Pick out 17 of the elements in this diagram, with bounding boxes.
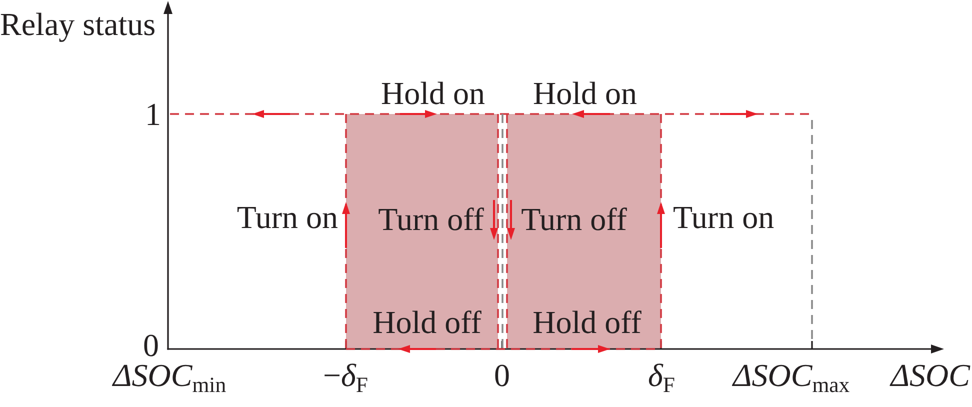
tick-label: −δ$_{F}$ [323, 359, 368, 391]
axis-title: Relay status [0, 8, 156, 40]
tick-label: ΔSOC$_{min}$ [113, 359, 226, 391]
transition-label: Turn on [236, 201, 338, 233]
tick-label: ΔSOC$_{max}$ [733, 359, 850, 391]
axis-title: ΔSOC [890, 359, 970, 391]
state-label: Hold on [533, 77, 637, 109]
transition-label: Turn off [521, 203, 627, 235]
transition-label: Turn off [378, 203, 484, 235]
tick-label: 1 [145, 98, 161, 130]
state-label: Hold on [381, 77, 485, 109]
tick-label: δ$_{F}$ [648, 359, 675, 391]
state-label: Hold off [532, 306, 642, 338]
tick-label: 0 [494, 359, 510, 391]
tick-label: 0 [143, 329, 159, 361]
state-label: Hold off [372, 306, 482, 338]
transition-label: Turn on [673, 201, 774, 233]
